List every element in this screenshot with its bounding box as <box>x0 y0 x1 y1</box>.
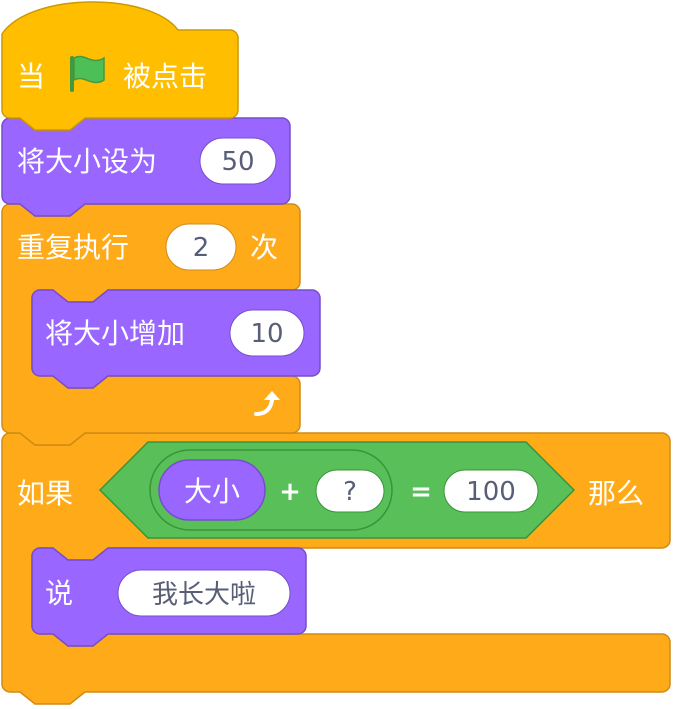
then-label: 那么 <box>588 477 644 510</box>
if-then-block[interactable]: 如果 大小 + ? = 100 那么 <box>1 432 671 705</box>
repeat-count-input[interactable]: 2 <box>165 223 237 271</box>
if-label: 如果 <box>17 477 73 510</box>
set-size-input[interactable]: 50 <box>199 137 277 185</box>
equals-operator[interactable]: 大小 + ? = 100 <box>98 441 576 539</box>
set-size-field[interactable] <box>199 137 277 185</box>
target-input-field[interactable] <box>443 469 539 513</box>
target-input[interactable]: 100 <box>443 469 539 513</box>
change-size-value: 10 <box>250 319 283 349</box>
say-message-field[interactable] <box>117 569 291 617</box>
addend-input[interactable]: ? <box>315 469 385 513</box>
change-size-label: 将大小增加 <box>45 317 185 350</box>
repeat-count-value: 2 <box>193 233 210 263</box>
repeat-label: 重复执行 <box>17 231 129 264</box>
when-flag-clicked-body[interactable] <box>1 1 239 131</box>
change-size-input[interactable]: 10 <box>229 309 305 357</box>
equals-symbol: = <box>410 477 432 507</box>
green-flag-icon <box>70 55 105 92</box>
say-message-input[interactable]: 我长大啦 <box>117 569 291 617</box>
when-flag-clicked-block[interactable]: 当 被点击 <box>1 1 239 131</box>
size-reporter-body[interactable] <box>158 459 266 521</box>
hat-prefix: 当 <box>17 60 45 93</box>
set-size-label: 将大小设为 <box>17 145 157 178</box>
say-block[interactable]: 说 我长大啦 <box>31 547 307 647</box>
set-size-value: 50 <box>221 147 254 177</box>
addend-input-field[interactable] <box>315 469 385 513</box>
repeat-count-field[interactable] <box>165 223 237 271</box>
say-label: 说 <box>45 577 73 610</box>
change-size-block[interactable]: 将大小增加 10 <box>31 289 321 389</box>
size-reporter-label: 大小 <box>184 475 240 508</box>
change-size-field[interactable] <box>229 309 305 357</box>
addend-value: ? <box>343 477 357 507</box>
set-size-block[interactable]: 将大小设为 50 <box>1 117 291 217</box>
size-reporter[interactable]: 大小 <box>158 459 266 521</box>
plus-symbol: + <box>279 477 301 507</box>
add-operator[interactable]: 大小 + ? <box>149 449 393 531</box>
loop-arrow-icon <box>254 391 280 416</box>
say-message-value: 我长大啦 <box>152 580 256 610</box>
target-value: 100 <box>466 477 516 507</box>
hat-suffix: 被点击 <box>123 60 207 93</box>
repeat-suffix: 次 <box>250 231 278 264</box>
